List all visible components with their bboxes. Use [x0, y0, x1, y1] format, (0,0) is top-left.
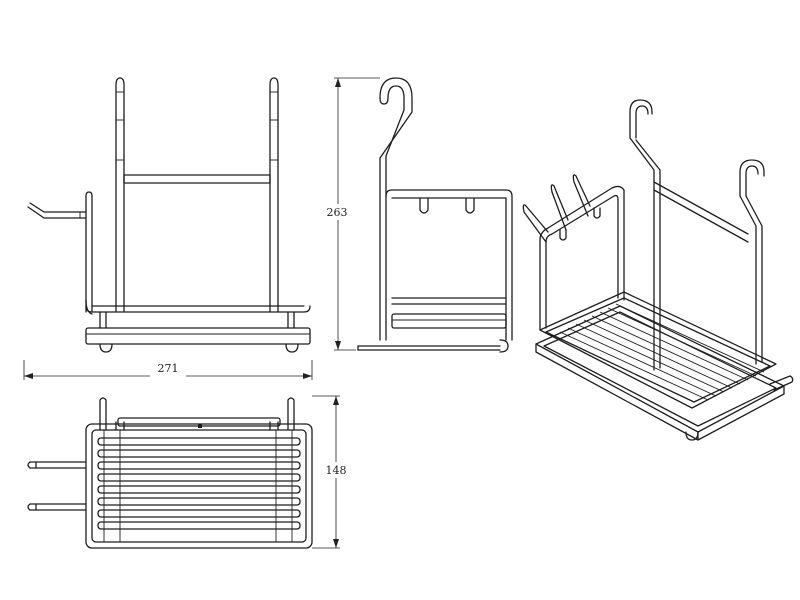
front-view	[27, 77, 311, 353]
depth-dimension: 148	[312, 395, 351, 549]
top-view	[27, 397, 313, 549]
side-view	[357, 77, 513, 353]
width-dimension-label: 271	[158, 362, 179, 375]
width-dimension: 271	[23, 360, 313, 380]
isometric-view	[522, 99, 794, 441]
depth-dimension-label: 148	[326, 464, 347, 477]
height-dimension-label: 263	[327, 206, 348, 219]
top-slats	[97, 437, 301, 530]
height-dimension: 263	[322, 77, 380, 351]
iso-slats	[559, 303, 765, 401]
